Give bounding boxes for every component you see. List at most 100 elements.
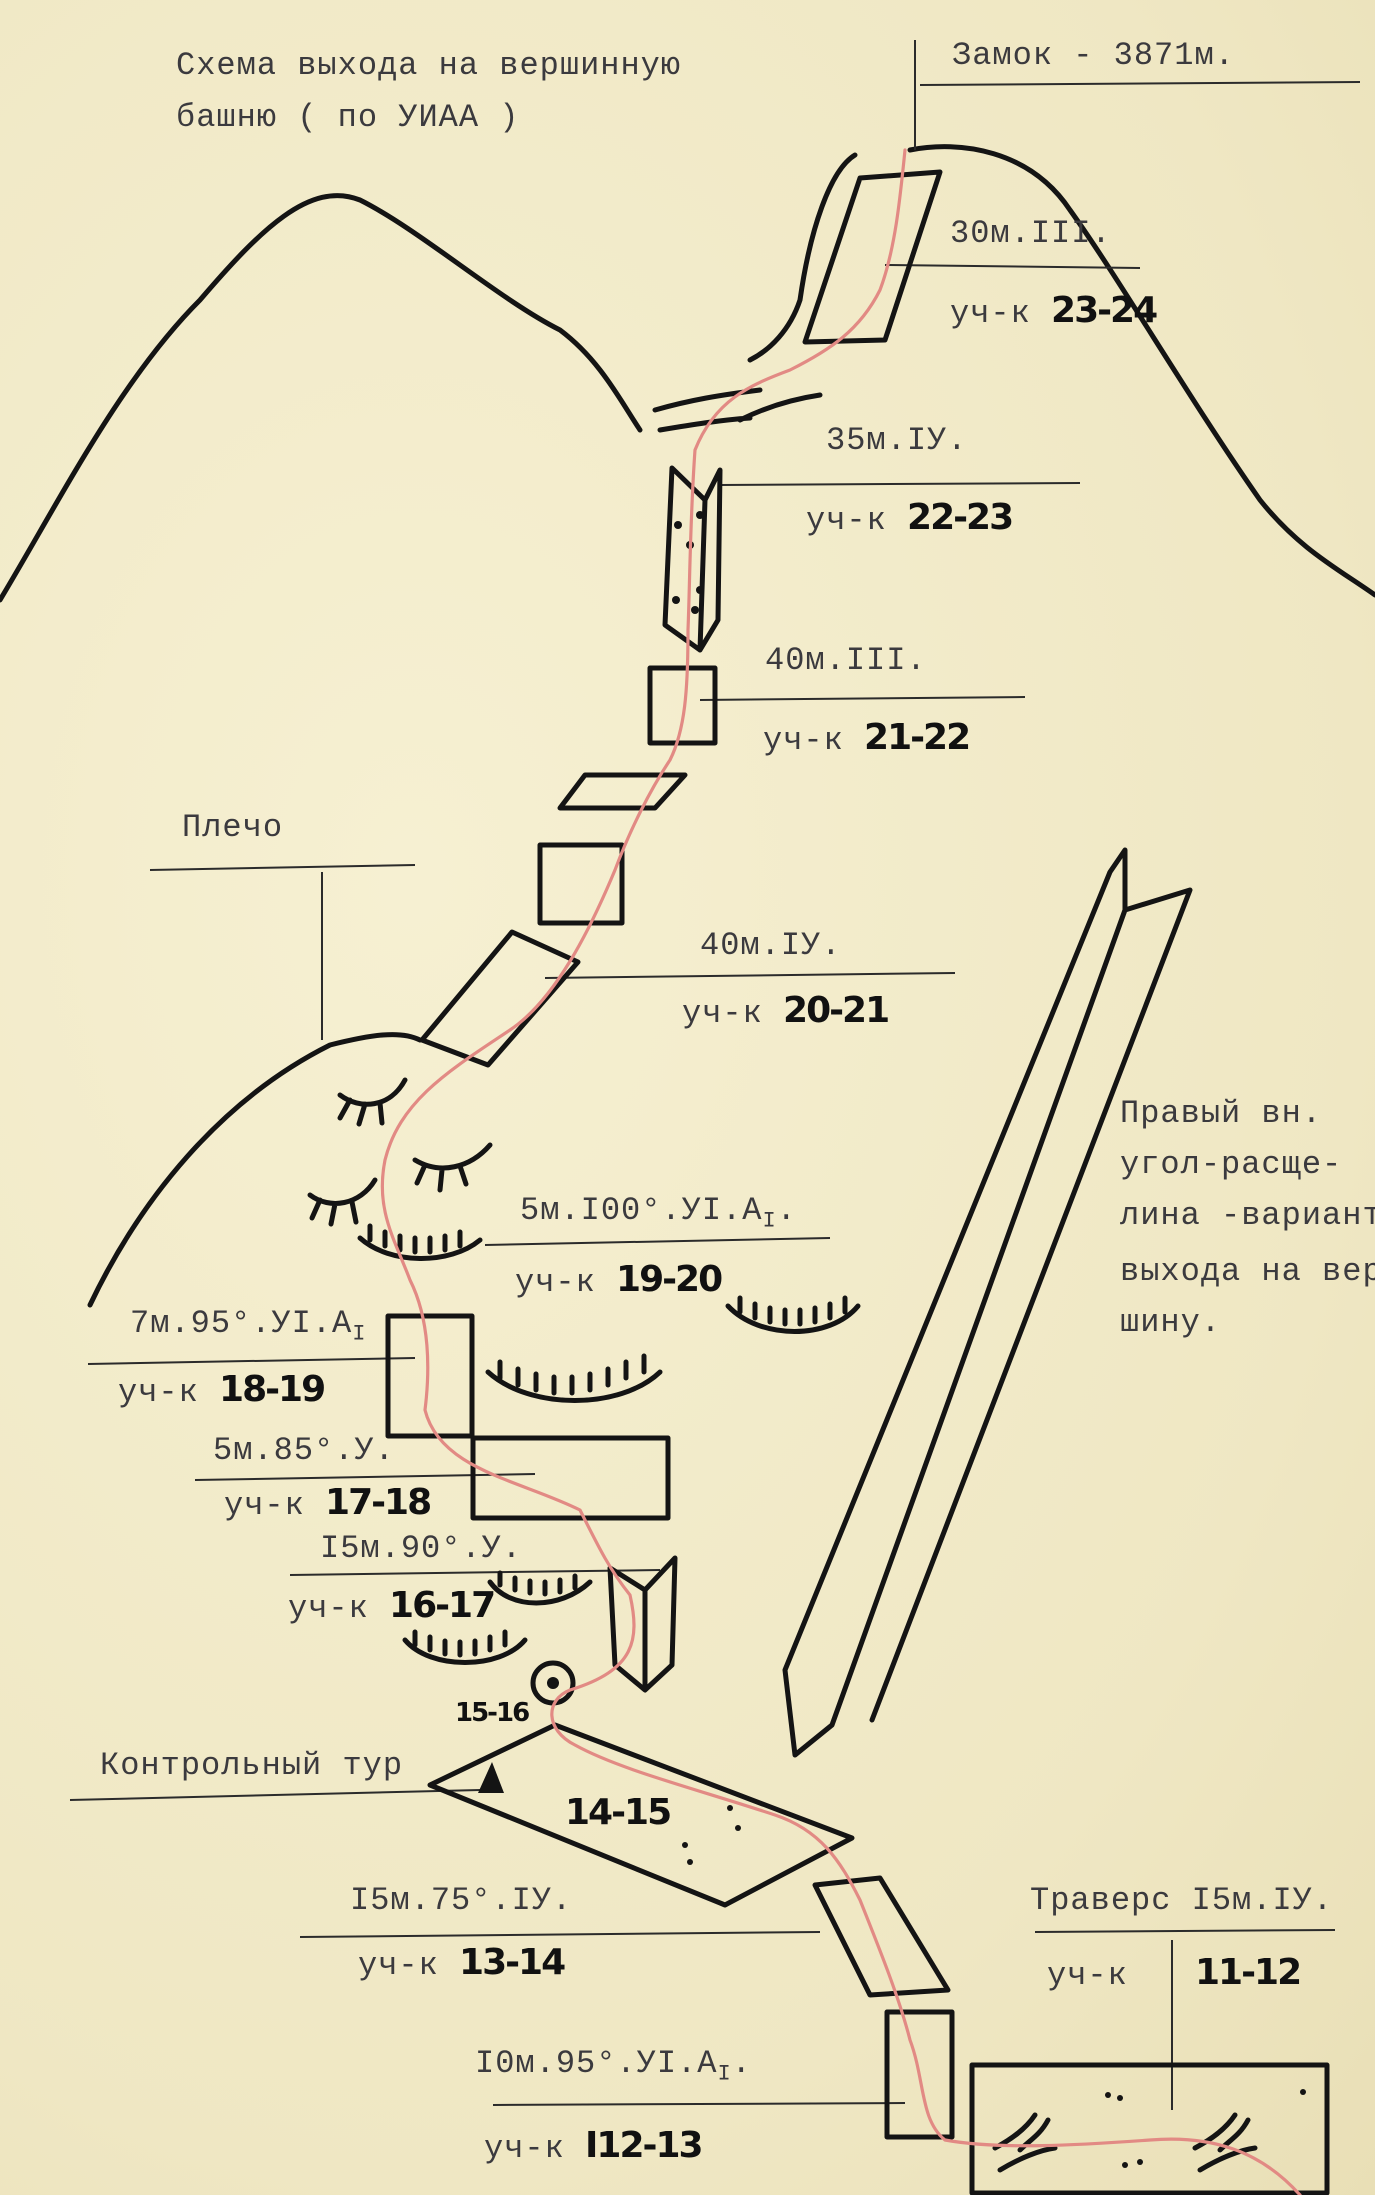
pitch-13-14-box [812, 1875, 951, 1998]
traverse-11-12-prefix: уч-к [1047, 1957, 1128, 1994]
section-spec-sub: I [762, 1208, 777, 1234]
leader-19-20 [484, 1237, 831, 1246]
section-22-23-label: уч-к 22-23 [806, 497, 1014, 539]
section-12-13-label: уч-к I12-13 [484, 2125, 704, 2167]
left-peak-outline [0, 193, 643, 603]
section-17-18-spec: 5м.85°.У. [213, 1432, 395, 1469]
slab-2 [412, 1142, 493, 1193]
section-20-21-label: уч-к 20-21 [682, 990, 890, 1032]
pitch-18-19-box [385, 1313, 475, 1439]
section-22-23-spec: 35м.IУ. [826, 422, 968, 459]
section-23-24-spec: 30м.III. [950, 215, 1112, 252]
traverse-11-12-box [969, 2062, 1330, 2195]
pitch-link-upper [557, 772, 688, 811]
leader-16-17 [289, 1569, 661, 1576]
pitch-12-13-box [884, 2009, 955, 2140]
summit-label: Замок - 3871м. [952, 37, 1235, 74]
slab-3 [307, 1177, 378, 1227]
pitch-20-21-box [419, 929, 581, 1068]
right-peak-inner-ridge [747, 152, 858, 363]
pitch-link-square [537, 842, 625, 926]
section-number: 21-22 [864, 717, 971, 758]
climbing-route [380, 148, 1302, 2195]
leader-control [69, 1789, 481, 1801]
section-20-21-spec: 40м.IУ. [700, 927, 842, 964]
leader-13-14 [299, 1931, 821, 1938]
section-prefix: уч-к [515, 1264, 596, 1301]
shoulder-leader-h [149, 864, 416, 871]
section-16-17-spec: I5м.90°.У. [320, 1530, 523, 1567]
section-18-19-spec: 7м.95°.УI.АI [130, 1308, 366, 1345]
section-23-24-label: уч-к 23-24 [950, 290, 1158, 332]
variant-note-line2: угол-расще- [1120, 1146, 1343, 1184]
right-peak-outline [907, 144, 1375, 598]
section-spec-sub: I [717, 2061, 732, 2087]
section-number: 22-23 [907, 497, 1014, 538]
point-15-16: 15-16 [455, 1698, 530, 1728]
traverse-tuft-2 [1192, 2112, 1258, 2173]
leader-23-24 [884, 264, 1141, 269]
shoulder-slope [87, 1032, 423, 1308]
section-21-22-spec: 40м.III. [765, 642, 927, 679]
section-prefix: уч-к [950, 295, 1031, 332]
traverse-11-12-spec: Траверс I5м.IУ. [1030, 1882, 1334, 1919]
pitch-14-15-ledge [427, 1722, 855, 1908]
anchor-15-16-inner [547, 1677, 559, 1689]
title-line1: Схема выхода на вершинную [176, 47, 682, 84]
section-prefix: уч-к [682, 995, 763, 1032]
leader-17-18 [194, 1473, 536, 1481]
section-number: 18-19 [219, 1369, 326, 1410]
section-spec-sub: I [352, 1321, 367, 1347]
section-prefix: уч-к [118, 1374, 199, 1411]
control-tour-marker [478, 1762, 504, 1793]
traverse-tuft-1 [992, 2112, 1058, 2173]
section-prefix: уч-к [806, 502, 887, 539]
leader-18-19 [87, 1357, 416, 1365]
variant-chimney [782, 847, 1193, 1758]
section-spec-suffix: . [776, 1192, 797, 1229]
variant-note-line3: лина -вариант [1120, 1197, 1375, 1235]
overhang-2 [725, 1295, 861, 1334]
slab-1 [337, 1077, 408, 1127]
section-spec-suffix: . [731, 2045, 752, 2082]
summit-leader-h [919, 81, 1361, 86]
title-line2: башню ( по УИАА ) [176, 99, 520, 136]
point-14-15: 14-15 [565, 1792, 672, 1833]
section-13-14-spec: I5м.75°.IУ. [350, 1882, 573, 1919]
section-prefix: уч-к [763, 722, 844, 759]
pitch-21-22-box [647, 665, 718, 746]
section-prefix: уч-к [288, 1590, 369, 1627]
section-19-20-spec: 5м.I00°.УI.АI. [520, 1195, 797, 1232]
section-number: 20-21 [783, 990, 890, 1031]
section-number: 23-24 [1051, 290, 1158, 331]
leader-11-12-h [1034, 1929, 1336, 1933]
section-19-20-label: уч-к 19-20 [515, 1262, 723, 1301]
section-number: 13-14 [459, 1942, 566, 1983]
section-number: I12-13 [585, 2125, 704, 2166]
overhang-3 [485, 1353, 663, 1403]
overhang-1 [357, 1223, 483, 1261]
slab-symbols [307, 1077, 493, 1227]
control-tour-label: Контрольный тур [100, 1747, 404, 1784]
section-17-18-label: уч-к 17-18 [224, 1482, 432, 1524]
section-number: 17-18 [325, 1482, 432, 1523]
variant-note-line4: выхода на вер [1120, 1252, 1375, 1290]
section-spec-text: 5м.I00°.УI.А [520, 1192, 763, 1229]
section-spec-text: I0м.95°.УI.А [475, 2045, 718, 2082]
section-prefix: уч-к [224, 1487, 305, 1524]
section-spec-text: 7м.95°.УI.А [130, 1305, 353, 1342]
variant-note: Правый вн. угол-расще- лина -вариант вых… [1120, 1088, 1375, 1348]
shoulder-label: Плечо [182, 809, 284, 846]
section-13-14-label: уч-к 13-14 [358, 1942, 566, 1983]
leader-22-23 [719, 482, 1081, 486]
section-prefix: уч-к [484, 2130, 565, 2167]
section-21-22-label: уч-к 21-22 [763, 717, 971, 759]
pitch-22-23-corner [662, 465, 723, 653]
section-number: 16-17 [389, 1585, 496, 1626]
overhang-4 [487, 1570, 593, 1606]
leader-12-13 [492, 2102, 906, 2106]
leader-20-21 [544, 972, 956, 979]
section-12-13-spec: I0м.95°.УI.АI. [475, 2048, 752, 2085]
